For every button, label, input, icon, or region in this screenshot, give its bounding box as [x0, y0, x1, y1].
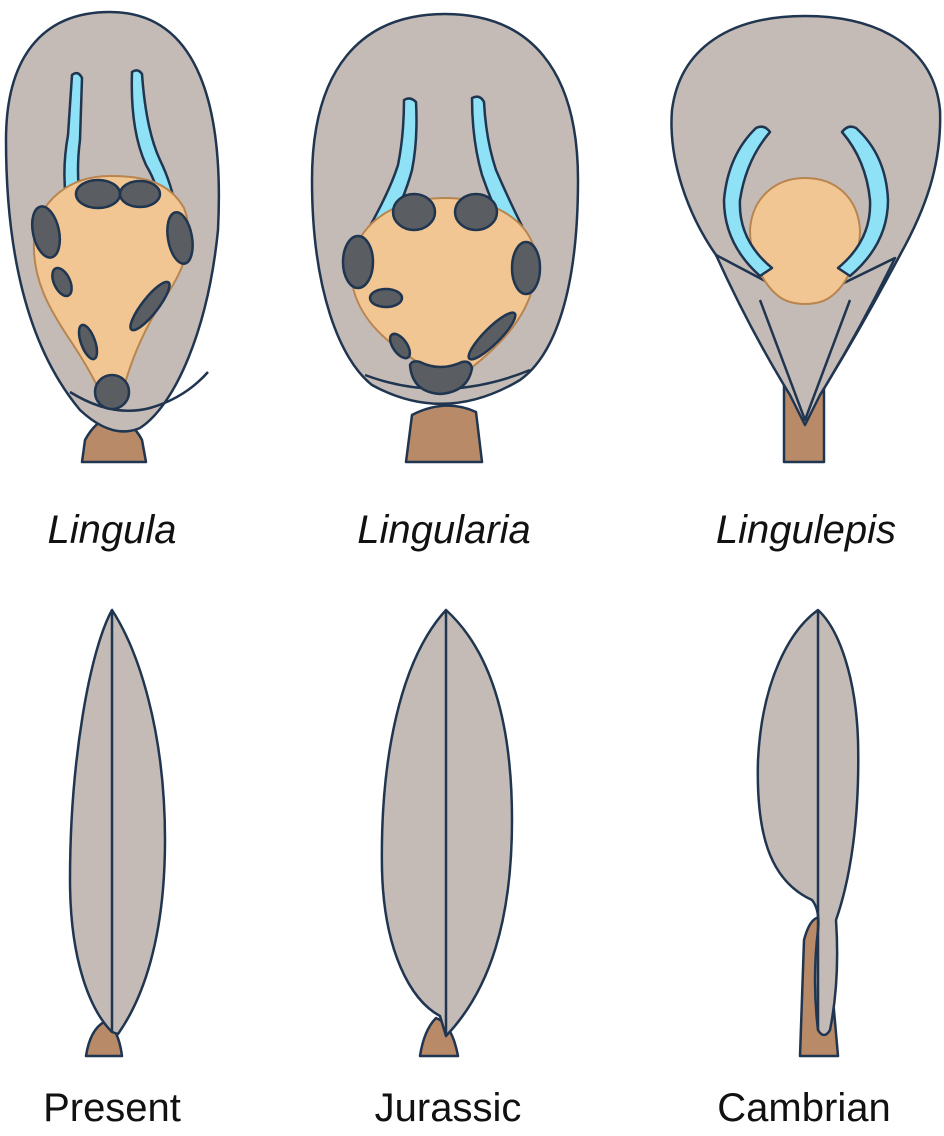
lingularia-pedicle — [406, 406, 482, 462]
lingularia-side-view — [382, 610, 512, 1056]
lingula-muscle-scar — [95, 375, 129, 409]
lingula-side-shell — [70, 610, 165, 1034]
lingula-dorsal-view — [6, 12, 219, 462]
genus-label-lingularia: Lingularia — [294, 508, 594, 553]
lingularia-muscle-scar — [512, 242, 540, 294]
lingularia-muscle-scar — [393, 194, 435, 230]
lingulepis-side-view — [758, 610, 858, 1056]
lingulepis-visceral-body — [750, 178, 860, 304]
lingula-muscle-scar — [76, 180, 120, 208]
genus-label-lingula: Lingula — [0, 508, 262, 553]
period-label-jurassic: Jurassic — [298, 1086, 598, 1131]
lingularia-muscle-scar — [370, 289, 402, 307]
lingularia-dorsal-view — [312, 14, 578, 462]
lingularia-muscle-scar — [455, 194, 497, 230]
genus-label-lingulepis: Lingulepis — [656, 508, 944, 553]
lingula-side-view — [70, 610, 165, 1056]
lingula-muscle-scar — [120, 181, 160, 207]
lingularia-muscle-scar — [343, 236, 373, 288]
period-label-present: Present — [0, 1086, 262, 1131]
period-label-cambrian: Cambrian — [654, 1086, 944, 1131]
lingulepis-dorsal-view — [671, 16, 940, 462]
